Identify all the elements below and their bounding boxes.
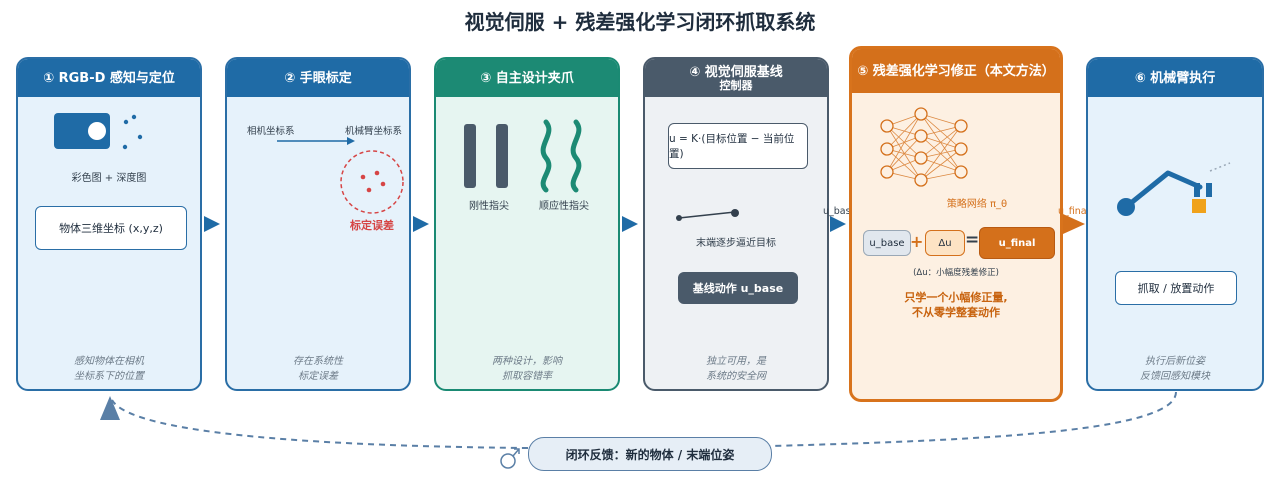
card-gripper: ③ 自主设计夹爪 刚性指尖 顺应性指尖 两种设计，影响 抓取容错率 [434, 57, 620, 391]
card-perception-note-1: 感知物体在相机 [74, 356, 144, 367]
u-base-chip: u_base [863, 230, 911, 256]
grasp-place-action-box: 抓取 / 放置动作 [1115, 271, 1237, 305]
rigid-fingertip-icon [464, 124, 508, 188]
card-perception-title: ① RGB-D 感知与定位 [43, 70, 175, 86]
calibration-error-icon [340, 150, 404, 214]
card-visual-servo-title: ④ 视觉伺服基线 [689, 64, 783, 80]
robot-arm-icon [1117, 162, 1231, 216]
policy-network-label: 策略网络 π_θ [946, 199, 1008, 210]
card-robot-execution-header: ⑥ 机械臂执行 [1088, 59, 1262, 97]
card-robot-execution-note-2: 反馈回感知模块 [1140, 371, 1210, 382]
baseline-action-box: 基线动作 u_base [678, 272, 798, 304]
compliant-fingertip-label: 顺应性指尖 [539, 201, 589, 212]
flow-arrow-5 [1063, 214, 1085, 234]
rigid-fingertip-label: 刚性指尖 [469, 201, 509, 212]
card-visual-servo-subtitle: 控制器 [719, 78, 753, 92]
card-residual-rl-header: ⑤ 残差强化学习修正（本文方法） [852, 49, 1060, 93]
method-highlight-line-2: 不从零学整套动作 [912, 306, 1000, 319]
delta-u-chip: Δu [925, 230, 965, 256]
card-gripper-title: ③ 自主设计夹爪 [480, 70, 574, 86]
card-calibration-title: ② 手眼标定 [284, 70, 352, 86]
card-visual-servo: ④ 视觉伺服基线 控制器 u = K·(目标位置 − 当前位置) 末端逐步逼近目… [643, 57, 829, 391]
delta-u-note: (Δu：小幅度残差修正) [913, 268, 999, 278]
rgbd-caption: 彩色图 + 深度图 [71, 173, 147, 184]
connector-u-final-label: u_final [1058, 206, 1090, 217]
flow-arrow-2 [413, 216, 429, 232]
object-coordinate-box: 物体三维坐标 (x,y,z) [35, 206, 187, 250]
compliant-fingertip-icon [540, 119, 582, 193]
frame-transform-arrow [277, 137, 355, 145]
calibration-error-label: 标定误差 [350, 219, 394, 232]
card-perception-header: ① RGB-D 感知与定位 [18, 59, 200, 97]
card-calibration-note-1: 存在系统性 [293, 356, 343, 367]
card-visual-servo-note-1: 独立可用，是 [706, 356, 766, 367]
flow-arrow-4 [830, 216, 846, 232]
camera-frame-label: 相机坐标系 [247, 126, 295, 137]
card-gripper-header: ③ 自主设计夹爪 [436, 59, 618, 97]
page-title: 视觉伺服 + 残差强化学习闭环抓取系统 [464, 10, 816, 34]
card-gripper-note-1: 两种设计，影响 [492, 356, 562, 367]
card-robot-execution: ⑥ 机械臂执行 抓取 / 放置动作 执行后新位姿 反馈回感知模块 [1086, 57, 1264, 391]
approach-label: 末端逐步逼近目标 [696, 238, 776, 249]
card-robot-execution-title: ⑥ 机械臂执行 [1134, 70, 1216, 86]
equals-sign: = [965, 230, 980, 250]
u-final-chip: u_final [979, 227, 1055, 259]
flow-arrow-3 [622, 216, 638, 232]
card-gripper-note-2: 抓取容错率 [502, 371, 552, 382]
card-residual-rl-title: ⑤ 残差强化学习修正（本文方法） [857, 63, 1055, 79]
card-perception-note-2: 坐标系下的位置 [74, 371, 144, 382]
card-visual-servo-note-2: 系统的安全网 [706, 371, 766, 382]
policy-network-icon [880, 107, 968, 187]
flow-arrow-1 [204, 216, 220, 232]
plus-sign: + [910, 232, 924, 251]
feedback-label: 闭环反馈：新的物体 / 末端位姿 [528, 437, 772, 471]
end-effector-approach-icon [676, 209, 739, 221]
rgbd-camera-icon [54, 113, 143, 150]
card-perception: ① RGB-D 感知与定位 彩色图 + 深度图 物体三维坐标 (x,y,z) 感… [16, 57, 202, 391]
card-calibration-note-2: 标定误差 [298, 371, 338, 382]
robot-frame-label: 机械臂坐标系 [345, 126, 403, 137]
card-visual-servo-header: ④ 视觉伺服基线 控制器 [645, 59, 827, 97]
control-formula-box: u = K·(目标位置 − 当前位置) [668, 123, 808, 169]
card-calibration-header: ② 手眼标定 [227, 59, 409, 97]
method-highlight-line-1: 只学一个小幅修正量, [904, 291, 1008, 304]
connector-u-base-label: u_base [823, 206, 857, 217]
card-calibration: ② 手眼标定 相机坐标系 机械臂坐标系 标定误差 存在系统性 标定误差 [225, 57, 411, 391]
card-residual-rl: ⑤ 残差强化学习修正（本文方法） 策略网络 π_θ u_base + Δu = … [849, 46, 1063, 402]
card-robot-execution-note-1: 执行后新位姿 [1145, 356, 1205, 367]
